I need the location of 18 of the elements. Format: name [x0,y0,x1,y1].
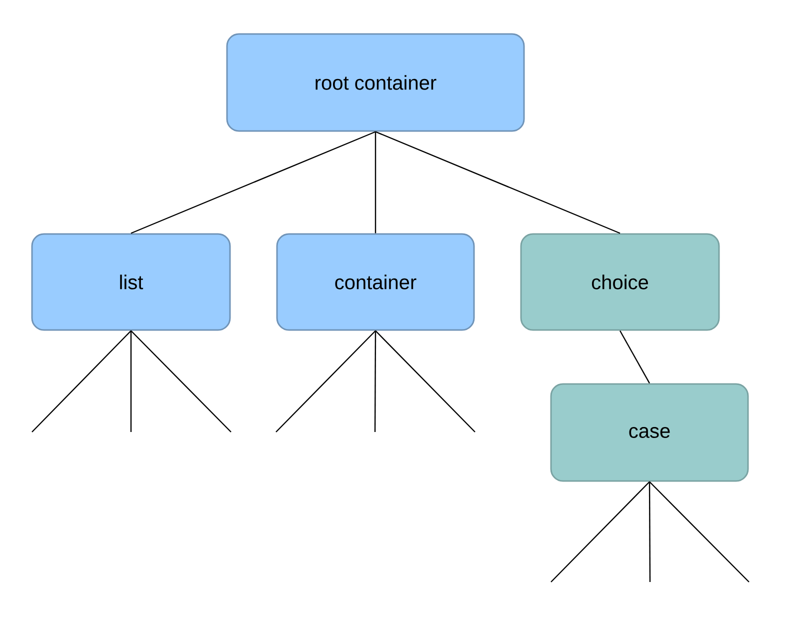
tree-node-box: list [31,233,231,331]
tree-node-box: root container [226,33,525,132]
connector-line [130,330,232,432]
connector-line [648,482,651,582]
connector-line [130,330,132,432]
connector-line [374,330,376,432]
connector-line [375,330,476,432]
connector-line [276,330,376,432]
tree-node-box: case [550,383,749,482]
connector-line [619,330,650,384]
connector-line [130,131,376,234]
connector-line [32,330,132,432]
tree-node-box: choice [520,233,720,331]
tree-node-box: container [276,233,475,331]
connector-line [375,131,620,234]
connector-line [374,132,376,234]
connector-line [550,481,650,582]
connector-line [649,481,750,582]
